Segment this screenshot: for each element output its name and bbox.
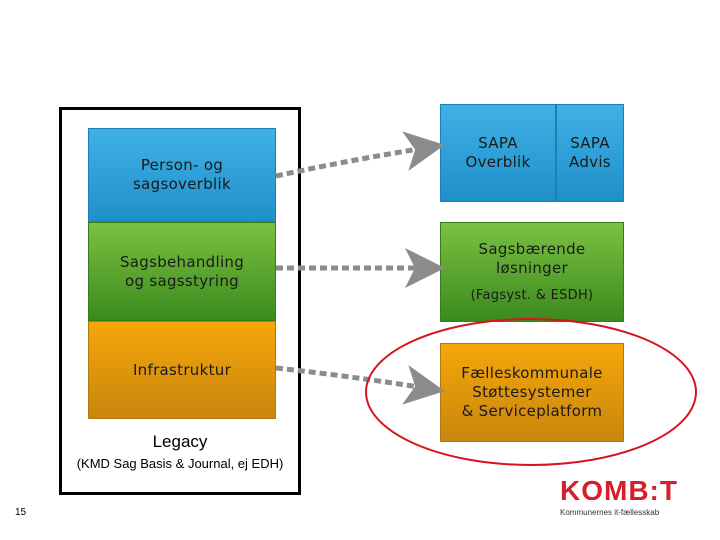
legacy-title: Legacy: [152, 432, 208, 451]
sapa-overblik-block: SAPA Overblik: [440, 104, 556, 202]
sagsbaerende-block: Sagsbærende løsninger (Fagsyst. & ESDH): [440, 222, 624, 322]
sagsbehandling-block: Sagsbehandling og sagsstyring: [88, 222, 276, 321]
infrastruktur-block: Infrastruktur: [88, 321, 276, 419]
sapa-advis-label: SAPA Advis: [569, 134, 611, 171]
logo-wordmark: KOMB:T: [560, 475, 678, 506]
sagsbaerende-sublabel: (Fagsyst. & ESDH): [470, 287, 594, 303]
faelles-label: Fælleskommunale Støttesystemer & Service…: [461, 364, 603, 420]
faelles-block: Fælleskommunale Støttesystemer & Service…: [440, 343, 624, 442]
person-sagsoverblik-block: Person- og sagsoverblik: [88, 128, 276, 222]
legacy-frame: [59, 107, 301, 495]
sagsbaerende-label: Sagsbærende løsninger: [478, 239, 586, 277]
logo-tagline: Kommunernes it-fællesskab: [560, 508, 660, 517]
sapa-advis-block: SAPA Advis: [556, 104, 624, 202]
sapa-overblik-label: SAPA Overblik: [465, 134, 531, 171]
legacy-subtitle: (KMD Sag Basis & Journal, ej EDH): [76, 456, 284, 471]
page-number: 15: [15, 507, 27, 518]
kombit-logo: KOMB:T Kommunernes it-fællesskab: [560, 475, 678, 518]
person-sagsoverblik-label: Person- og sagsoverblik: [133, 156, 231, 193]
sagsbehandling-label: Sagsbehandling og sagsstyring: [119, 252, 245, 290]
infrastruktur-label: Infrastruktur: [132, 360, 232, 379]
